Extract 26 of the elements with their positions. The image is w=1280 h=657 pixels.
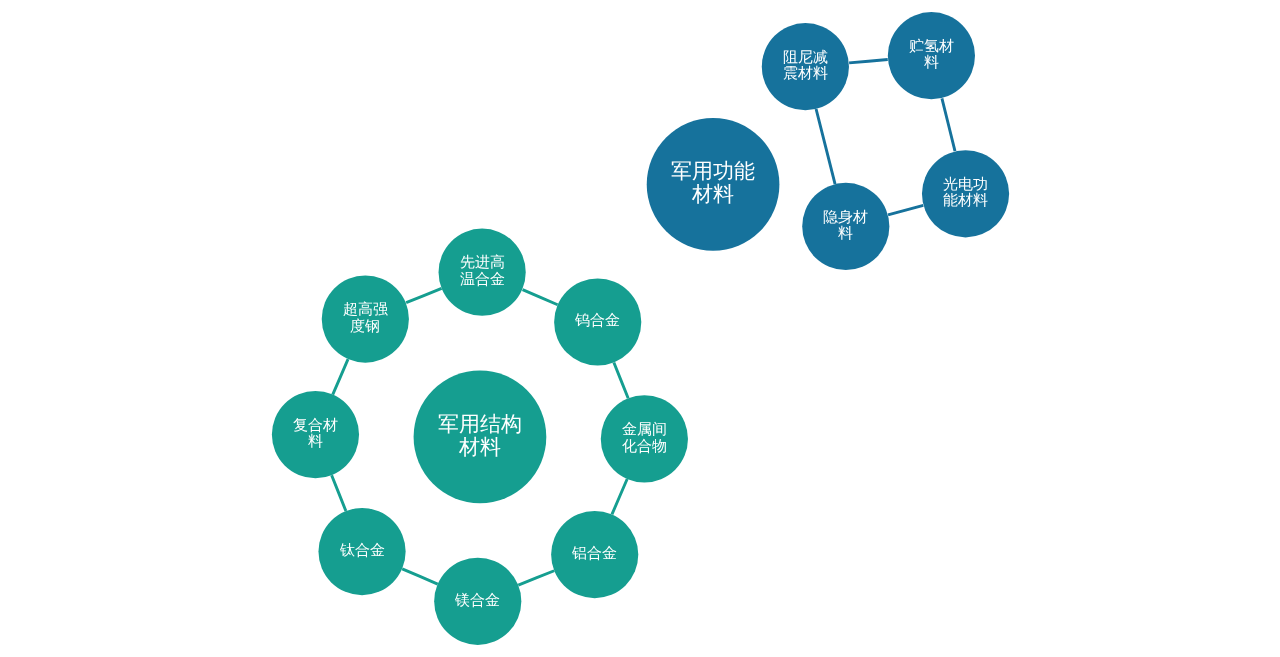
node-circle: 军用功能材料: [646, 118, 779, 251]
connector: [610, 478, 628, 515]
node-circle: 复合材料: [271, 391, 359, 479]
node-circle: 钨合金: [553, 278, 641, 366]
node-circle: 金属间化合物: [600, 395, 688, 483]
connector: [330, 358, 349, 396]
node-circle: 铝合金: [550, 511, 638, 599]
connector: [940, 97, 956, 152]
node-circle: 光电功能材料: [921, 150, 1009, 238]
node-circle: 钛合金: [317, 508, 406, 596]
connector: [405, 287, 442, 305]
node-circle: 阻尼减震材料: [761, 23, 849, 111]
connector: [814, 108, 836, 185]
node-circle: 贮氢材料: [887, 12, 975, 100]
node-circle: 隐身材料: [801, 182, 889, 271]
connector: [517, 569, 555, 587]
connector: [401, 567, 438, 586]
node-circle: 镁合金: [433, 557, 521, 645]
node-circle: 超高强度钢: [321, 275, 409, 363]
node-circle: 先进高温合金: [438, 228, 526, 316]
connector: [521, 288, 558, 307]
connector: [329, 474, 347, 512]
node-circle: 军用结构材料: [413, 370, 546, 504]
connector: [612, 361, 630, 399]
connector: [848, 58, 888, 65]
connector: [887, 203, 924, 217]
